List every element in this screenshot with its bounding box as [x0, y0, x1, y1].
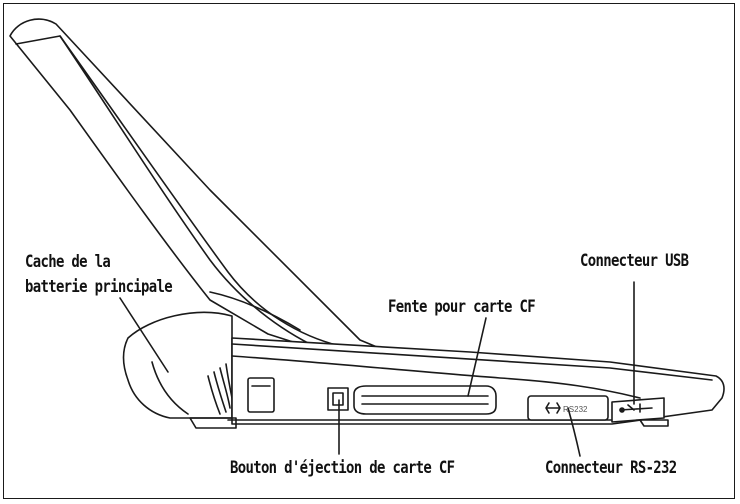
- battery-vent-3: [219, 367, 231, 409]
- body-top-contour-2: [231, 355, 641, 399]
- figure-border: [3, 3, 735, 499]
- usb-symbol: [619, 403, 653, 413]
- battery-cover: [122, 311, 233, 419]
- label-battery-cover-line1: Cache de la: [25, 252, 111, 272]
- battery-vent-1: [207, 375, 221, 415]
- device-front-foot: [639, 419, 669, 427]
- battery-cover-groove: [151, 361, 189, 415]
- device-foot: [189, 417, 237, 429]
- label-battery-cover-line2: batterie principale: [25, 277, 173, 297]
- leader-rs232: [567, 407, 581, 457]
- usb-port: [611, 397, 665, 423]
- label-cf-eject-button: Bouton d'éjection de carte CF: [230, 458, 455, 478]
- screen-lid-inner-edge: [59, 35, 341, 347]
- screen-lid: [9, 18, 385, 351]
- battery-vent-2: [213, 371, 227, 413]
- body-top-contour-1: [231, 343, 713, 381]
- leader-battery-cover: [119, 297, 169, 373]
- rs232-port-marking: RS232: [563, 405, 588, 414]
- cf-slot: [353, 385, 497, 415]
- leader-cf-slot: [467, 317, 487, 397]
- rs232-symbol: [545, 402, 561, 414]
- label-usb-connector: Connecteur USB: [580, 251, 689, 271]
- cf-eject-button-inner: [332, 392, 344, 406]
- cf-slot-inner: [361, 395, 489, 405]
- side-button: [247, 377, 275, 413]
- screen-lid-edge: [15, 35, 319, 349]
- screen-hinge-curve: [209, 291, 301, 331]
- label-rs232-connector: Connecteur RS-232: [545, 458, 677, 478]
- label-cf-slot: Fente pour carte CF: [388, 297, 536, 317]
